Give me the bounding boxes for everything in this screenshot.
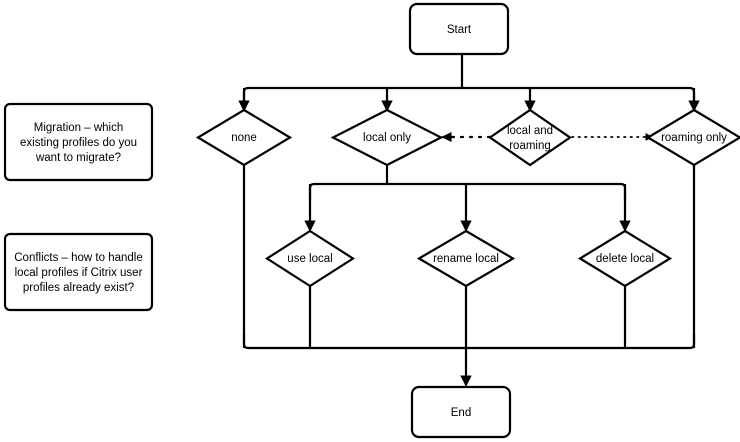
delete-local-diamond <box>577 229 673 288</box>
none-label: none <box>231 132 257 144</box>
note-conflicts-line-3: profiles already exist? <box>23 282 134 294</box>
connector-top-bus <box>242 86 696 102</box>
note-migration-line-1: Migration – which <box>34 122 123 134</box>
node-local-only[interactable]: local only <box>330 108 444 167</box>
roaming-only-diamond <box>645 108 740 167</box>
local-only-diamond <box>330 108 444 167</box>
node-end[interactable]: End <box>410 385 512 439</box>
use-local-label: use local <box>287 253 332 265</box>
end-label: End <box>451 407 471 419</box>
delete-local-label: delete local <box>596 253 654 265</box>
rename-local-label: rename local <box>433 253 499 265</box>
note-migration-line-3: want to migrate? <box>35 152 121 164</box>
node-rename-local[interactable]: rename local <box>416 229 516 288</box>
start-label: Start <box>447 24 472 36</box>
node-local-and-roaming[interactable]: local and roaming <box>488 108 572 167</box>
end-box <box>410 385 512 439</box>
node-delete-local[interactable]: delete local <box>577 229 673 288</box>
note-conflicts-line-1: Conflicts – how to handle <box>14 252 143 264</box>
local-and-roaming-diamond <box>488 108 572 167</box>
none-diamond <box>195 108 293 167</box>
note-conflicts: Conflicts – how to handle local profiles… <box>3 232 154 312</box>
connector-second-bus <box>308 182 627 200</box>
node-start[interactable]: Start <box>408 2 510 56</box>
rename-local-diamond <box>416 229 516 288</box>
connector-bottom-bus <box>242 334 696 350</box>
local-and-roaming-label-line-1: local and <box>507 125 553 137</box>
node-roaming-only[interactable]: roaming only <box>645 108 740 167</box>
use-local-diamond <box>264 229 356 288</box>
roaming-only-label: roaming only <box>661 132 727 144</box>
note-migration-box <box>3 102 154 182</box>
local-only-label: local only <box>363 132 411 144</box>
node-use-local[interactable]: use local <box>264 229 356 288</box>
local-and-roaming-label-line-2: roaming <box>509 140 551 152</box>
note-migration-line-2: existing profiles do you <box>20 137 137 149</box>
note-conflicts-box <box>3 232 154 312</box>
start-box <box>408 2 510 56</box>
note-conflicts-line-2: local profiles if Citrix user <box>15 267 143 279</box>
node-none[interactable]: none <box>195 108 293 167</box>
note-migration: Migration – which existing profiles do y… <box>3 102 154 182</box>
